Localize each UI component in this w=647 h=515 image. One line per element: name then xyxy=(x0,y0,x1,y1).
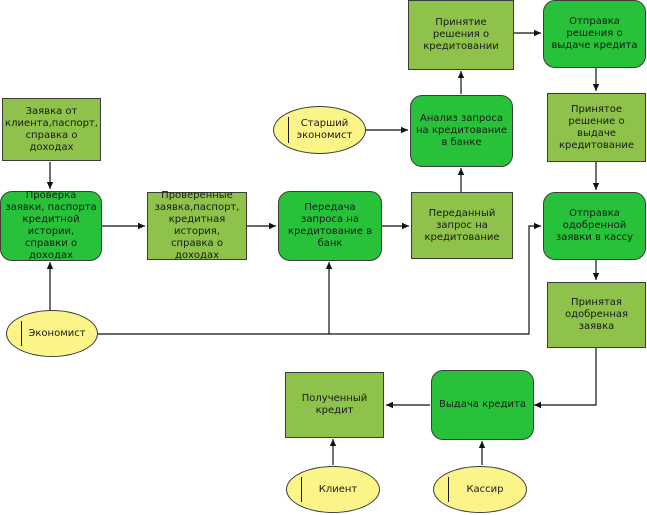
role-ekonomist-label: Экономист xyxy=(28,327,86,339)
node-analiz-label: Анализ запроса на кредитование в банке xyxy=(416,113,507,148)
node-proverennye: Проверенные заявка,паспорт, кредитная ис… xyxy=(147,190,247,261)
arrow-prinyataya-vydacha xyxy=(534,348,597,409)
node-prinyatie: Принятие решения о кредитовании xyxy=(408,0,514,70)
node-proverka-label: Проверка заявки, паспорта кредитной исто… xyxy=(5,190,97,261)
role-marker-icon xyxy=(288,117,299,143)
arrow-ekonomist-peredacha xyxy=(98,262,333,335)
role-ekonomist: Экономист xyxy=(6,310,98,357)
role-starshii-label: Старший экономист xyxy=(296,118,353,141)
node-prinyatoe-resh: Принятое решение о выдаче кредитование xyxy=(547,93,646,162)
node-vydacha: Выдача кредита xyxy=(431,370,534,440)
node-otpravka-resh-label: Отправка решения о выдаче кредита xyxy=(551,16,638,51)
node-peredannyi-label: Переданный запрос на кредитование xyxy=(424,207,500,243)
node-peredannyi: Переданный запрос на кредитование xyxy=(411,192,513,259)
role-kassir: Кассир xyxy=(433,466,527,513)
node-prinyatie-label: Принятие решения о кредитовании xyxy=(423,17,499,52)
node-poluchennyi-label: Полученный кредит xyxy=(301,393,368,416)
node-zayavka-label: Заявка от клиента,паспорт, справка о дох… xyxy=(5,105,98,153)
node-peredacha: Передача запроса на кредитование в банк xyxy=(278,191,382,261)
role-klient: Клиент xyxy=(286,466,380,513)
role-marker-icon xyxy=(301,476,312,503)
node-prinyatoe-resh-label: Принятое решение о выдаче кредитование xyxy=(558,103,635,151)
node-otpravka-kassa-label: Отправка одобренной заявки в кассу xyxy=(555,208,634,243)
node-vydacha-label: Выдача кредита xyxy=(439,399,526,410)
node-analiz: Анализ запроса на кредитование в банке xyxy=(410,95,513,167)
role-kassir-label: Кассир xyxy=(466,483,504,495)
node-prinyataya: Принятая одобренная заявка xyxy=(547,282,646,348)
node-zayavka: Заявка от клиента,паспорт, справка о дох… xyxy=(2,98,101,161)
role-klient-label: Клиент xyxy=(318,483,358,495)
node-poluchennyi: Полученный кредит xyxy=(285,372,384,438)
role-marker-icon xyxy=(21,320,32,347)
role-starshii-ekonomist: Старший экономист xyxy=(273,106,366,154)
arrow-ekonomist-kassa xyxy=(329,222,541,335)
node-otpravka-kassa: Отправка одобренной заявки в кассу xyxy=(543,192,646,260)
node-prinyataya-label: Принятая одобренная заявка xyxy=(564,297,629,332)
node-peredacha-label: Передача запроса на кредитование в банк xyxy=(287,202,373,249)
node-proverennye-label: Проверенные заявка,паспорт, кредитная ис… xyxy=(154,190,240,261)
node-otpravka-resh: Отправка решения о выдаче кредита xyxy=(543,0,646,68)
node-proverka: Проверка заявки, паспорта кредитной исто… xyxy=(0,190,102,261)
role-marker-icon xyxy=(448,476,459,503)
